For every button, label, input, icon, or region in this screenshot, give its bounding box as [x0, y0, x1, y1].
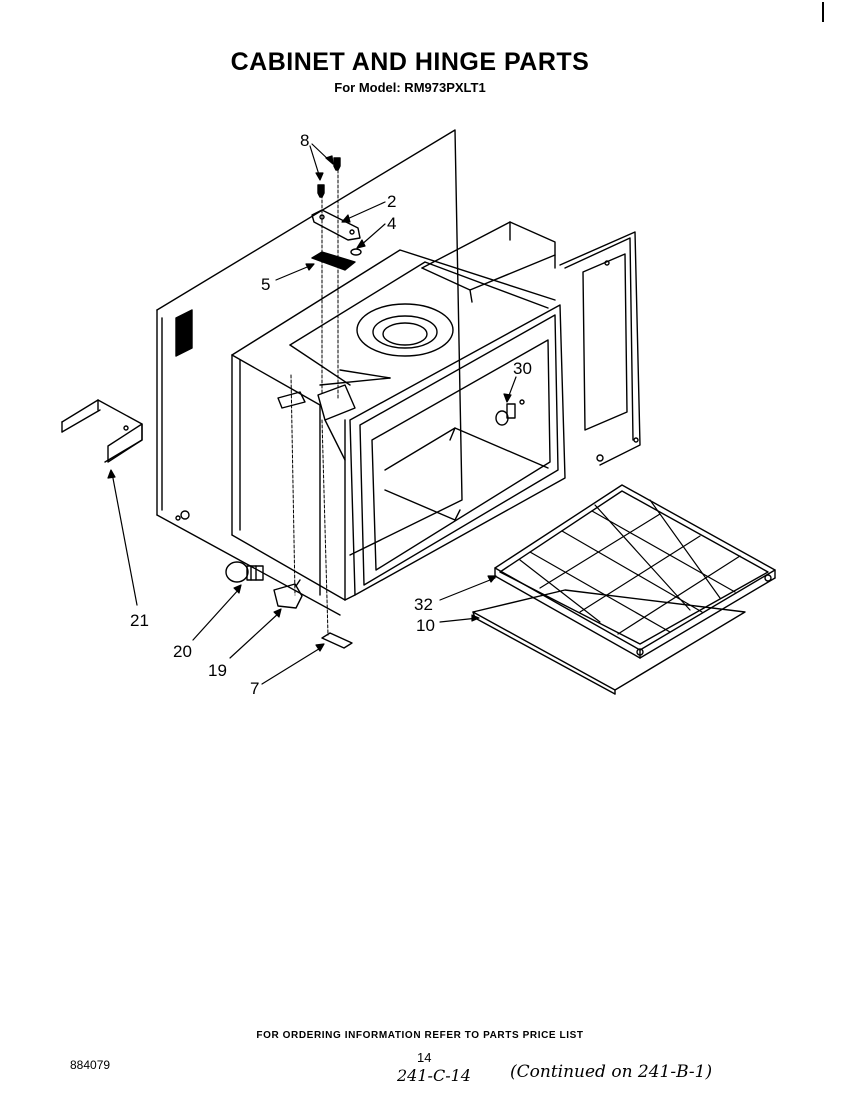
switch-part-30 — [495, 399, 525, 426]
callout-8: 8 — [300, 131, 309, 150]
cavity-box — [231, 249, 556, 601]
right-side-panel — [559, 231, 641, 466]
top-cover — [289, 261, 549, 386]
bracket-part-21 — [61, 399, 143, 463]
callout-2: 2 — [387, 192, 396, 211]
rack-part-32 — [494, 484, 776, 659]
cabinet-wrapper — [156, 129, 463, 616]
grille-part-5 — [311, 251, 356, 271]
socket-part-19 — [273, 579, 303, 609]
callout-10: 10 — [416, 616, 435, 635]
leader-lines — [107, 143, 517, 685]
callout-32: 32 — [414, 595, 433, 614]
callout-7: 7 — [250, 679, 259, 698]
callout-5: 5 — [261, 275, 270, 294]
edge-mark — [822, 2, 828, 22]
callout-labels: 8 2 4 5 30 21 20 19 7 32 10 — [130, 131, 532, 698]
page-number: 14 — [417, 1050, 432, 1065]
callout-30: 30 — [513, 359, 532, 378]
washer-part-4 — [350, 248, 362, 256]
handwritten-reference: 241-C-14 — [397, 1066, 471, 1085]
model-subtitle: For Model: RM973PXLT1 — [334, 80, 486, 95]
callout-19: 19 — [208, 661, 227, 680]
page-title: CABINET AND HINGE PARTS — [230, 48, 590, 76]
screws-part-8 — [317, 157, 341, 198]
handwritten-continued-note: (Continued on 241-B-1) — [510, 1062, 713, 1082]
glass-tray-part-10 — [472, 589, 746, 695]
front-frame — [344, 304, 566, 601]
lamp-part-20 — [225, 561, 264, 583]
alignment-lines — [290, 169, 339, 636]
hinge-column — [277, 369, 391, 461]
hinge-plate-part-2 — [311, 209, 361, 241]
ordering-note: FOR ORDERING INFORMATION REFER TO PARTS … — [256, 1030, 584, 1041]
callout-20: 20 — [173, 642, 192, 661]
doc-number: 884079 — [70, 1058, 111, 1072]
magnetron-unit — [421, 221, 556, 303]
callout-4: 4 — [387, 214, 396, 233]
hinge-plate-part-7 — [321, 632, 353, 649]
callout-21: 21 — [130, 611, 149, 630]
